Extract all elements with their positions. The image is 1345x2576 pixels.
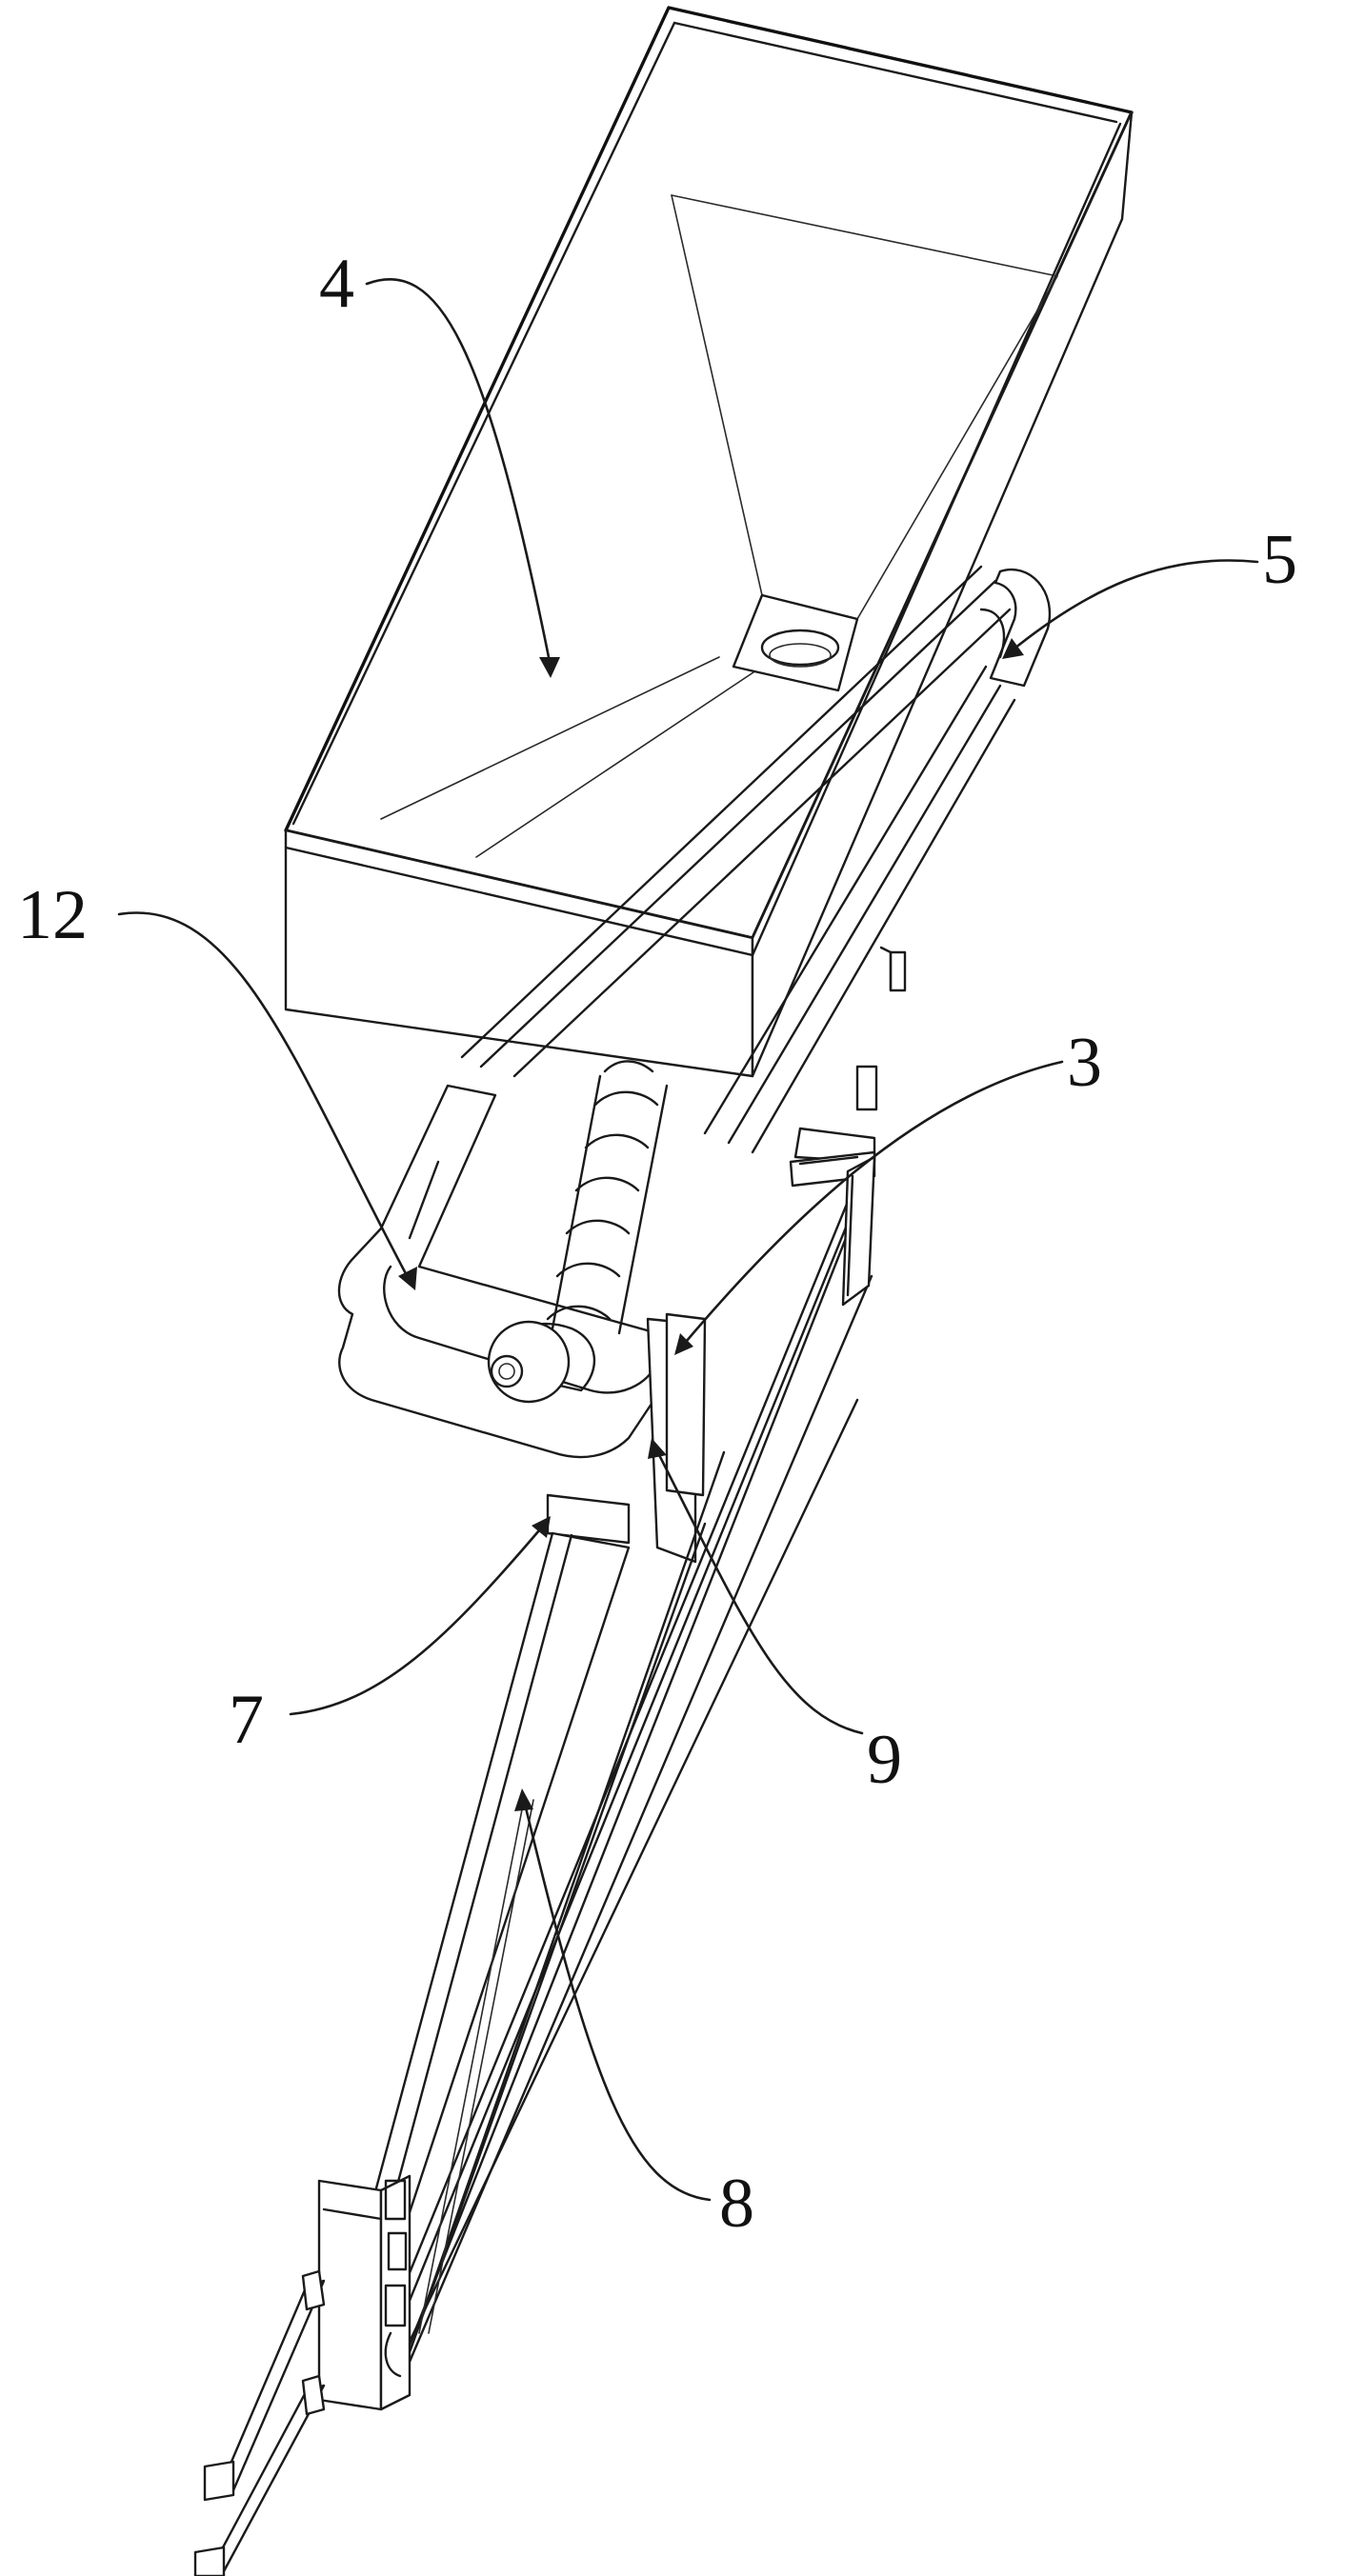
callout-9: 9 xyxy=(867,1721,902,1799)
callout-8: 8 xyxy=(719,2165,754,2243)
callout-4: 4 xyxy=(319,245,354,323)
callout-3: 3 xyxy=(1067,1024,1102,1102)
feet-rods xyxy=(193,2269,326,2576)
screw-auger xyxy=(487,1060,669,1404)
side-brackets xyxy=(793,946,907,1164)
callout-7: 7 xyxy=(229,1681,264,1759)
leader-lines xyxy=(117,277,1259,2202)
callout-5: 5 xyxy=(1262,521,1297,599)
hopper xyxy=(284,6,1134,1078)
callout-labels: 4 5 12 3 7 9 8 xyxy=(17,245,1297,2243)
callout-12: 12 xyxy=(17,876,88,954)
